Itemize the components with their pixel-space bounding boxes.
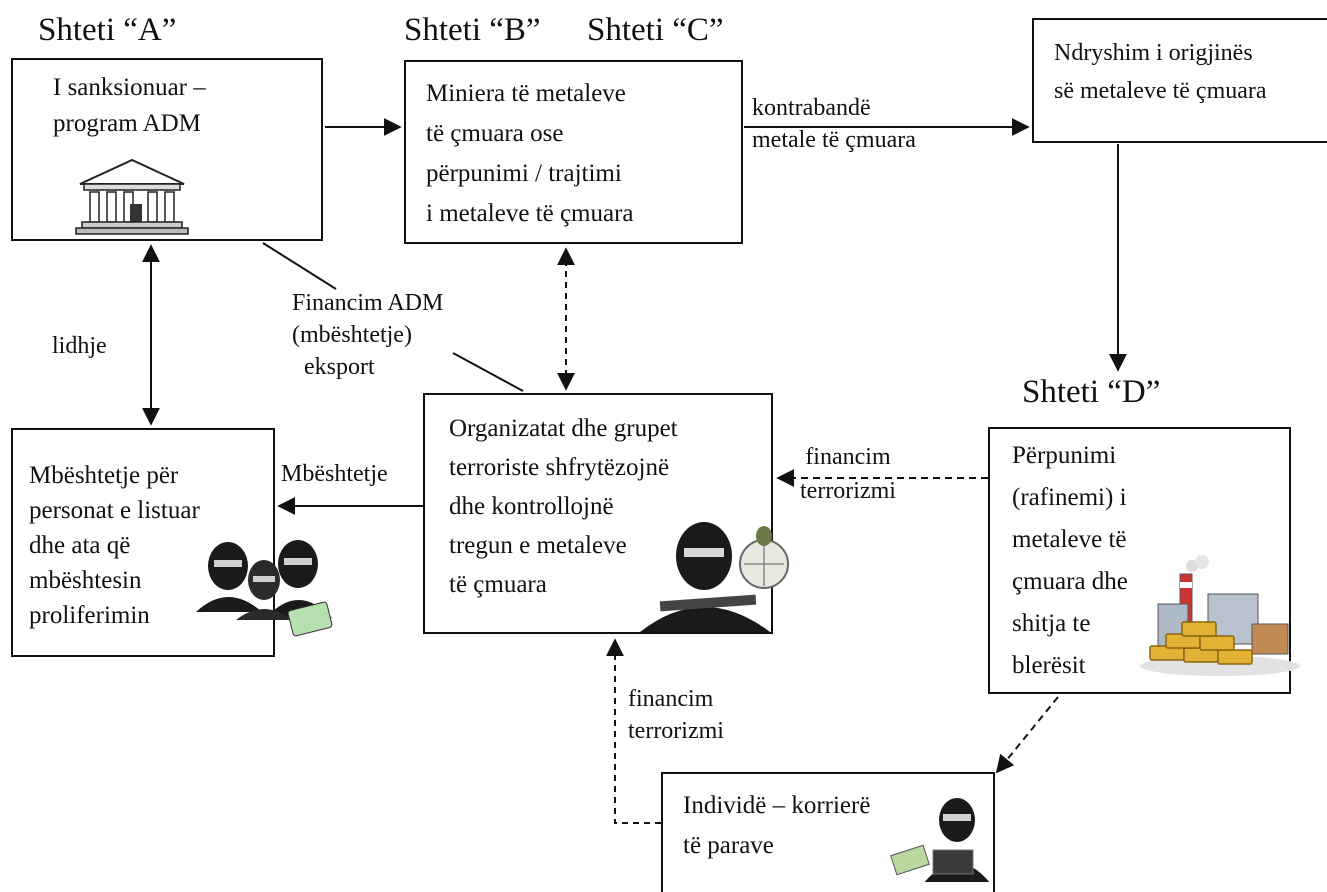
armed-terrorist-icon — [640, 522, 789, 632]
smuggling-label: kontrabandë metale të çmuara — [752, 95, 916, 153]
mining-processing-box: Miniera të metaleve të çmuara ose përpun… — [404, 60, 743, 244]
link-label: lidhje — [52, 333, 107, 359]
state-b-heading: Shteti “B” — [404, 12, 541, 48]
refining-sale-text: Përpunimi (rafinemi) i metaleve të çmuar… — [1012, 442, 1128, 679]
wmd-financing-label: Financim ADM (mbështetje) eksport — [292, 290, 444, 380]
terrorist-organizations-box: Organizatat dhe grupet terroriste shfryt… — [423, 393, 773, 634]
masked-group-icon — [196, 540, 333, 637]
money-courier-icon — [890, 798, 990, 882]
wmd-financing-line — [262, 242, 337, 290]
state-a-heading: Shteti “A” — [38, 12, 177, 48]
arrow-d-to-couriers — [995, 696, 1059, 774]
mining-processing-text: Miniera të metaleve të çmuara ose përpun… — [426, 80, 634, 227]
support-arrow-label: Mbështetje — [281, 461, 388, 487]
arrow-courier-to-terror — [606, 638, 661, 824]
terrorist-organizations-text: Organizatat dhe grupet terroriste shfryt… — [449, 415, 678, 598]
state-c-heading: Shteti “C” — [587, 12, 724, 48]
sanctioned-wmd-program-box: I sanksionuar – program ADM — [11, 58, 323, 241]
origin-change-text: Ndryshim i origjinës së metaleve të çmua… — [1054, 40, 1267, 104]
terror-financing-d-label: financim terrorizmi — [800, 444, 896, 504]
terror-financing-couriers-label: financim terrorizmi — [628, 686, 724, 744]
gold-bars-factory-icon — [1140, 555, 1300, 676]
bank-building-icon — [75, 158, 189, 235]
money-couriers-text: Individë – korrierë të parave — [683, 792, 871, 859]
state-d-heading: Shteti “D” — [1022, 374, 1161, 410]
wmd-financing-line-2 — [452, 352, 524, 392]
sanctioned-wmd-program-text: I sanksionuar – program ADM — [53, 74, 206, 137]
proliferation-support-text: Mbështetje për personat e listuar dhe at… — [29, 462, 200, 629]
origin-change-box: Ndryshim i origjinës së metaleve të çmua… — [1032, 18, 1327, 143]
